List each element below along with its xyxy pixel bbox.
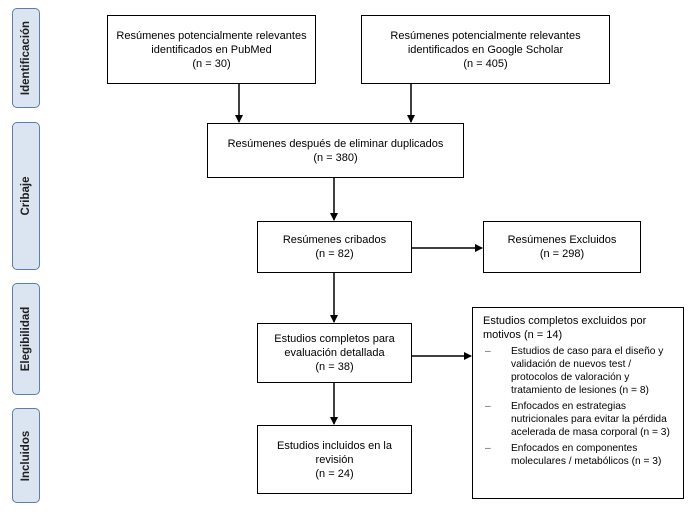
- box-count: (n = 30): [192, 57, 231, 70]
- box-text: identificados en Google Scholar: [407, 43, 564, 56]
- phase-identificacion: Identificación: [12, 8, 40, 108]
- box-count: (n = 38): [315, 361, 354, 373]
- box-text: Estudios completos excluidos por: [483, 315, 647, 327]
- list-item: Enfocados en componentes moleculares / m…: [483, 442, 675, 468]
- box-elegibilidad: Estudios completos para evaluación detal…: [257, 323, 412, 383]
- box-text: Resúmenes cribados: [282, 234, 387, 246]
- box-text: Resúmenes potencialmente relevantes: [390, 29, 581, 42]
- box-google-scholar: Resúmenes potencialmente relevantes iden…: [361, 15, 610, 84]
- box-excluidos-por-motivos: Estudios completos excluidos por motivos…: [472, 307, 684, 499]
- box-text: Resúmenes potencialmente relevantes: [116, 29, 307, 42]
- list-item: Enfocados en estrategias nutricionales p…: [483, 400, 675, 439]
- box-incluidos: Estudios incluidos en la revisión (n = 2…: [257, 425, 412, 494]
- box-cribados: Resúmenes cribados (n = 82): [257, 221, 412, 273]
- phase-cribaje: Cribaje: [12, 122, 40, 270]
- phase-elegibilidad: Elegibilidad: [12, 283, 40, 395]
- box-text: Resúmenes después de eliminar duplicados: [227, 137, 444, 150]
- motivos-list: Estudios de caso para el diseño y valida…: [483, 345, 675, 468]
- box-text: Estudios incluidos en la: [277, 439, 392, 452]
- box-count: (n = 24): [315, 467, 354, 480]
- box-text: evaluación detallada: [284, 347, 385, 359]
- motivos-heading: Estudios completos excluidos por motivos…: [483, 314, 675, 342]
- list-item: Estudios de caso para el diseño y valida…: [483, 345, 675, 397]
- box-excluidos: Resúmenes Excluidos (n = 298): [483, 221, 641, 273]
- box-duplicados: Resúmenes después de eliminar duplicados…: [207, 123, 464, 178]
- box-text: Estudios completos para: [274, 333, 395, 345]
- box-text: revisión: [315, 453, 354, 466]
- box-text: Resúmenes Excluidos: [507, 234, 617, 246]
- phase-incluidos: Incluidos: [12, 408, 40, 503]
- box-pubmed: Resúmenes potencialmente relevantes iden…: [107, 15, 316, 84]
- box-count: (n = 380): [313, 151, 358, 164]
- box-text: motivos (n = 14): [483, 329, 563, 341]
- box-count: (n = 298): [539, 248, 585, 260]
- box-text: identificados en PubMed: [151, 43, 272, 56]
- box-count: (n = 82): [315, 248, 354, 260]
- box-count: (n = 405): [463, 57, 508, 70]
